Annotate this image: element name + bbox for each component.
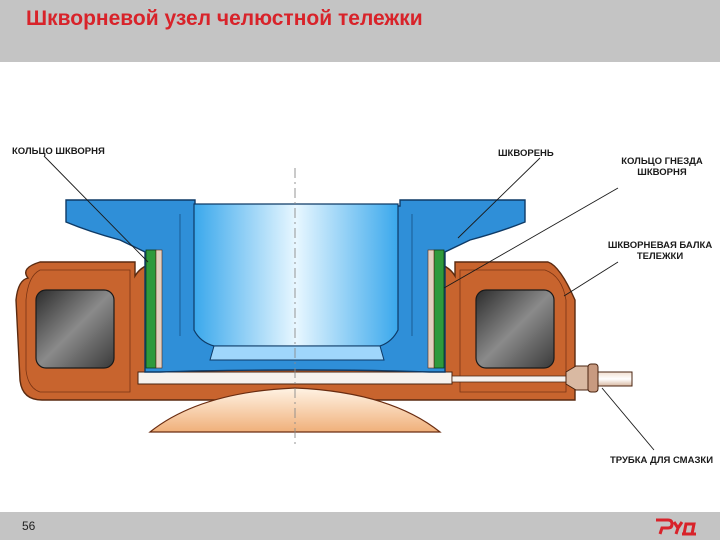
label-socket-ring-line1: КОЛЬЦО ГНЕЗДА	[621, 156, 703, 167]
leader-pin	[457, 157, 541, 239]
label-lube-tube: ТРУБКА ДЛЯ СМАЗКИ	[610, 455, 714, 466]
kingpin-cup	[193, 203, 399, 347]
leader-lube-tube	[601, 387, 655, 451]
leader-socket-ring	[443, 187, 619, 289]
left-cavity	[35, 289, 115, 369]
slide-header: Шкворневой узел челюстной тележки	[0, 0, 720, 62]
rzd-logo-icon	[656, 518, 696, 536]
right-ring	[433, 249, 445, 369]
label-bolster: ШКВОРНЕВАЯ БАЛКА ТЕЛЕЖКИ	[604, 240, 716, 262]
slide-footer: 56	[0, 512, 720, 540]
page-number: 56	[22, 519, 36, 533]
label-pin: ШКВОРЕНЬ	[498, 148, 554, 159]
right-cavity	[475, 289, 555, 369]
label-socket-ring: КОЛЬЦО ГНЕЗДА ШКВОРНЯ	[614, 156, 710, 178]
lube-fitting	[565, 363, 633, 393]
leader-bolster	[563, 261, 619, 297]
slide-title: Шкворневой узел челюстной тележки	[26, 7, 423, 30]
cross-section-drawing	[15, 155, 655, 451]
label-ring: КОЛЬЦО ШКВОРНЯ	[12, 146, 105, 157]
label-bolster-line2: ТЕЛЕЖКИ	[636, 251, 684, 262]
label-bolster-line1: ШКВОРНЕВАЯ БАЛКА	[607, 240, 713, 251]
kingpin-assembly-diagram: КОЛЬЦО ШКВОРНЯ ШКВОРЕНЬ КОЛЬЦО ГНЕЗДА ШК…	[0, 62, 720, 512]
label-socket-ring-line2: ШКВОРНЯ	[637, 167, 687, 178]
left-ring	[145, 249, 157, 369]
leader-ring	[43, 155, 149, 263]
